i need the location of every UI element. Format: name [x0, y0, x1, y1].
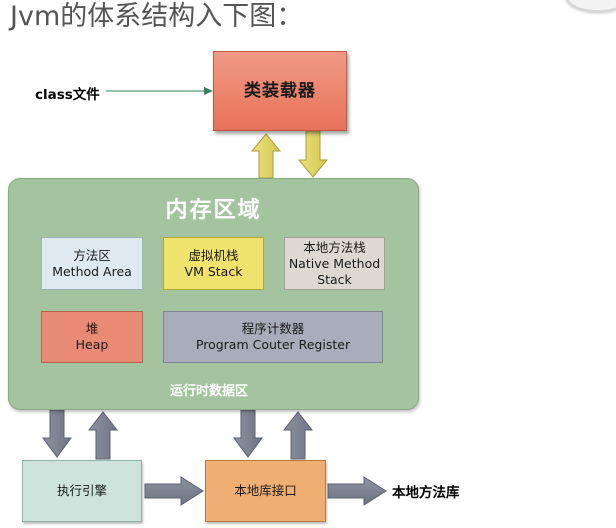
native-stack-en-line1: Native Method	[288, 255, 381, 271]
execution-engine-box: 执行引擎	[22, 460, 142, 522]
vm-stack-cn: 虚拟机栈	[188, 247, 239, 263]
pc-register-box: 程序计数器 Program Couter Register	[163, 311, 383, 363]
class-to-loader-arrow	[106, 87, 213, 95]
heap-en: Heap	[75, 337, 109, 352]
class-loader-label: 类装载器	[244, 81, 316, 101]
memory-to-native-down-arrow	[233, 409, 263, 458]
method-area-box: 方法区 Method Area	[41, 237, 143, 290]
method-area-cn: 方法区	[73, 247, 111, 263]
engine-to-native-arrow	[144, 476, 204, 506]
memory-area-box	[8, 178, 419, 410]
memory-to-engine-down-arrow	[42, 409, 72, 458]
pc-register-en: Program Couter Register	[195, 337, 351, 352]
native-interface-label: 本地库接口	[234, 483, 297, 498]
memory-area-title: 内存区域	[165, 197, 262, 223]
native-to-memory-up-arrow	[282, 411, 314, 460]
native-stack-cn: 本地方法栈	[303, 239, 366, 255]
native-library-label: 本地方法库	[392, 485, 460, 501]
method-area-en: Method Area	[52, 263, 132, 279]
pc-register-cn: 程序计数器	[241, 321, 305, 336]
native-to-library-arrow	[327, 476, 387, 506]
page-heading: Jvm的体系结构入下图：	[10, 1, 304, 32]
native-stack-en-line2: Stack	[317, 271, 352, 287]
heap-cn: 堆	[85, 321, 99, 336]
class-loader-box: 类装载器	[213, 51, 347, 131]
engine-to-memory-up-arrow	[87, 411, 119, 460]
runtime-data-area-label: 运行时数据区	[170, 384, 249, 399]
native-method-stack-box: 本地方法栈 Native Method Stack	[284, 237, 385, 290]
native-interface-box: 本地库接口	[205, 460, 326, 522]
memory-to-loader-up-arrow	[250, 133, 282, 179]
vm-stack-en: VM Stack	[184, 263, 243, 279]
execution-engine-label: 执行引擎	[56, 483, 107, 498]
heap-box: 堆 Heap	[41, 311, 143, 363]
class-file-label: class文件	[35, 87, 100, 103]
vm-stack-box: 虚拟机栈 VM Stack	[163, 237, 264, 290]
loader-to-memory-down-arrow	[297, 130, 329, 178]
